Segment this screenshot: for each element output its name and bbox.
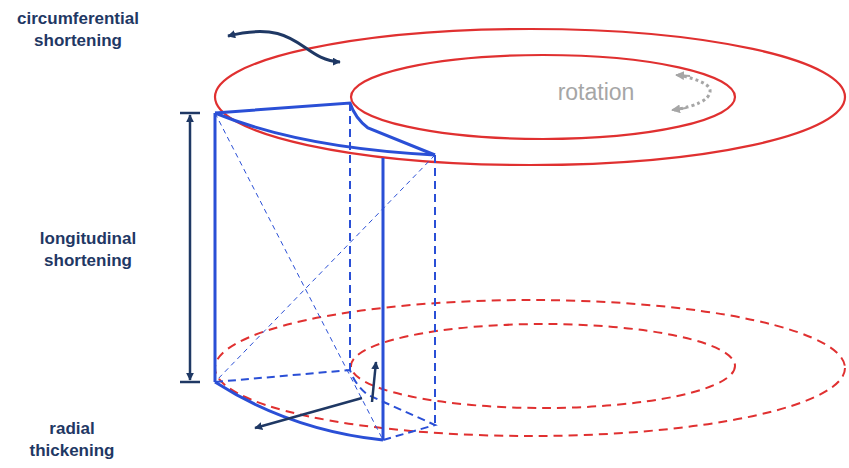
base-outer-ellipse <box>215 300 845 436</box>
top-inner-ellipse <box>351 55 735 139</box>
longitudinal-arrow <box>189 115 192 380</box>
longitudinal-tick <box>180 112 200 115</box>
rotation-arrowhead <box>672 108 686 110</box>
arrow-label: longitudinal shortening <box>18 228 158 272</box>
radial-arrow <box>255 398 362 428</box>
circumferential-arrow <box>228 32 340 62</box>
longitudinal-tick <box>180 381 200 384</box>
rotation-arrowhead <box>676 75 690 76</box>
base-inner-ellipse <box>351 324 735 408</box>
top-outer-ellipse <box>215 29 845 165</box>
motion-label: rotation <box>526 78 666 106</box>
rotation-arrow <box>674 75 710 110</box>
radial-arrow <box>372 362 376 402</box>
segment-cube <box>215 103 435 440</box>
arrow-label: radial thickening <box>17 418 127 462</box>
arrow-label: circumferential shortening <box>3 8 153 52</box>
